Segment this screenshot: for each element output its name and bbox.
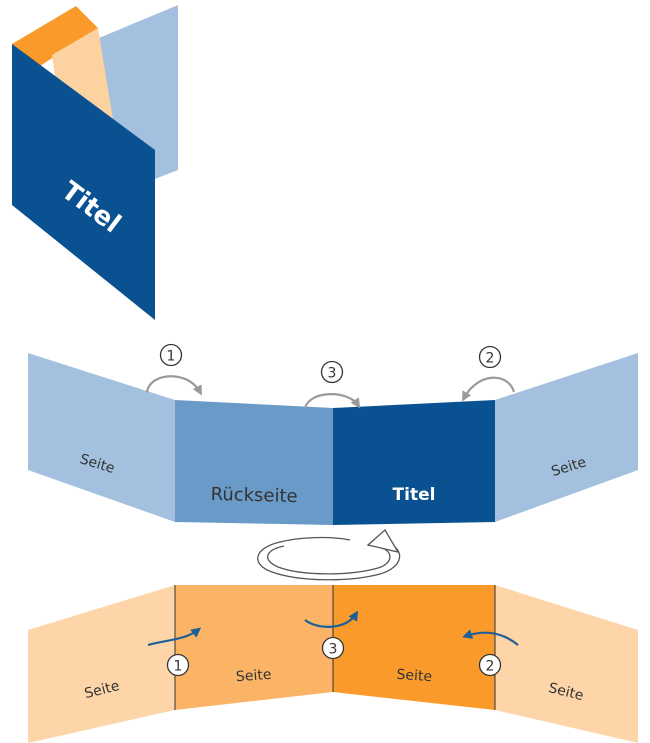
brochure-front-panel <box>12 44 155 320</box>
outside-panel-title <box>333 400 495 525</box>
outside-step-3-badge: 3 <box>320 360 344 384</box>
outside-panel-back-label: Rückseite <box>210 484 298 507</box>
inside-fold-arrow-2 <box>462 629 519 646</box>
inside-step-1-badge: 1 <box>166 653 190 677</box>
outside-panel-title-label: Titel <box>393 485 436 505</box>
inside-panel-4 <box>495 585 638 743</box>
svg-text:2: 2 <box>486 351 495 367</box>
outside-step-2-badge: 2 <box>478 345 502 369</box>
svg-text:3: 3 <box>329 642 338 658</box>
brochure-top-fold <box>12 6 98 66</box>
svg-text:1: 1 <box>167 349 176 365</box>
outside-step-1-badge: 1 <box>159 343 183 367</box>
inside-panel-1 <box>28 585 175 743</box>
fold-arrow-3 <box>303 393 361 409</box>
svg-text:3: 3 <box>328 366 337 382</box>
inside-panel-2-label: Seite <box>235 667 272 685</box>
fold-arrow-2 <box>462 376 516 402</box>
outside-panel-right <box>495 353 638 522</box>
inside-panel-3-label: Seite <box>396 667 433 685</box>
folded-brochure-illustration: Titel <box>12 5 178 320</box>
outside-spread: Seite Rückseite Titel Seite 1 3 2 <box>28 343 638 525</box>
inside-fold-arrow-3 <box>304 610 359 628</box>
inside-step-2-badge: 2 <box>478 653 502 677</box>
inside-fold-arrow-1 <box>147 627 202 647</box>
inside-panel-3 <box>333 585 495 710</box>
inside-spread: Seite Seite Seite Seite 1 3 2 <box>28 585 638 743</box>
inside-step-3-badge: 3 <box>321 636 345 660</box>
inside-panel-2 <box>175 585 333 710</box>
svg-text:2: 2 <box>486 659 495 675</box>
fold-arrow-1 <box>145 375 202 396</box>
outside-panel-left <box>28 353 175 522</box>
outside-panel-back <box>175 400 333 525</box>
flip-rotate-arrow <box>257 528 401 581</box>
svg-text:1: 1 <box>174 659 183 675</box>
